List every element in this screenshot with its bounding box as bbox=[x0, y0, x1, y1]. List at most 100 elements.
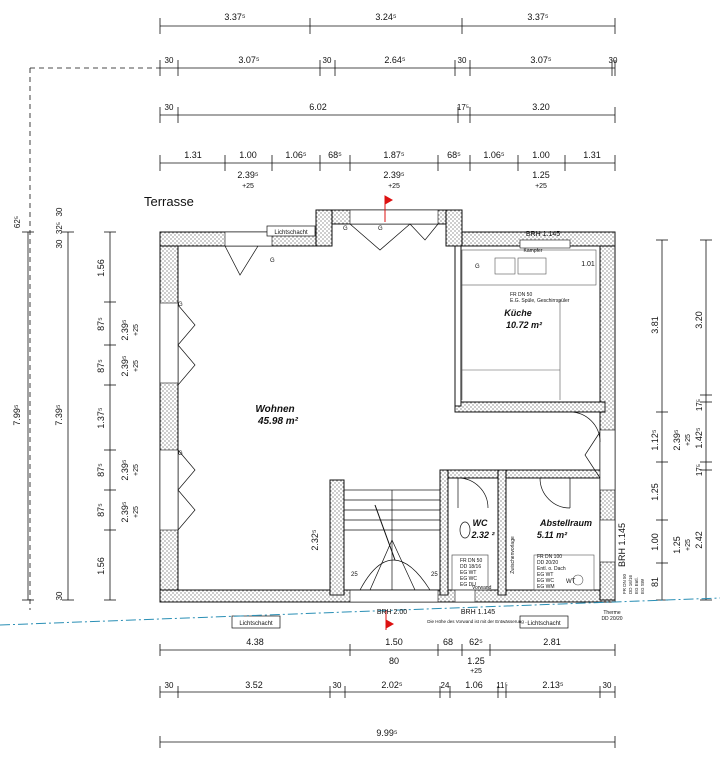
g-marker-5: G bbox=[178, 451, 183, 457]
dim-bottom-r2-6: 11⁵ bbox=[496, 681, 508, 690]
vorwand-label: Vorwand bbox=[472, 585, 492, 591]
property-line bbox=[0, 597, 720, 626]
dim-left-win-2-bottom: +25 bbox=[133, 464, 140, 476]
dim-top-r3-2: 17⁵ bbox=[457, 103, 469, 112]
room-kitchen-name: Küche bbox=[504, 308, 532, 318]
openings bbox=[159, 209, 616, 603]
dim-right-chain-3: 1.00 bbox=[650, 533, 660, 551]
kampfer-label: Kämpfer bbox=[524, 248, 543, 254]
kitchen-pipe-line2: E.G. Spüle, Geschirrspüler bbox=[510, 298, 570, 304]
dim-bottom-r2-0: 30 bbox=[165, 681, 174, 690]
dim-right-win-1-bottom: +25 bbox=[685, 539, 692, 551]
top-dimensions bbox=[29, 18, 616, 610]
wc-pipe-3: EG WC bbox=[460, 576, 477, 582]
dim-top-r2-4: 30 bbox=[458, 56, 467, 65]
dim-bottom-sub-2: +25 bbox=[470, 668, 482, 675]
brh-200-label: BRH 2.00 bbox=[377, 609, 407, 616]
dim-right-outer-0: 3.20 bbox=[694, 311, 704, 329]
bottom-dimensions bbox=[159, 644, 616, 748]
dim-right-chain-1: 1.12⁵ bbox=[650, 429, 660, 451]
g-marker-3: G bbox=[378, 226, 383, 232]
dim-bottom-r2-8: 30 bbox=[603, 681, 612, 690]
dim-bottom-r1-0: 4.38 bbox=[246, 637, 264, 647]
stair-height-label: 2.32⁵ bbox=[310, 529, 320, 551]
room-living-name: Wohnen bbox=[255, 404, 294, 415]
storage-pipe-1: DD 20/20 bbox=[537, 560, 558, 566]
window-sashes bbox=[177, 223, 601, 531]
dd2020-label: DD 20/20 bbox=[601, 616, 622, 622]
dim-left-win-0-bottom: +25 bbox=[133, 324, 140, 336]
storage-pipe-3: EG WT bbox=[537, 572, 553, 578]
dim-left-top-2: 32⁵ bbox=[55, 222, 64, 234]
dim-right-win-0-top: 2.39⁵ bbox=[672, 429, 682, 451]
g-marker-2: G bbox=[343, 226, 348, 232]
dim-bottom-sub-0: 80 bbox=[389, 656, 399, 666]
dim-top-r4-4: 1.87⁵ bbox=[383, 150, 405, 160]
dim-top-sub-0-top: 2.39⁵ bbox=[237, 170, 259, 180]
dim-right-outer-3: 17⁵ bbox=[695, 464, 704, 476]
dim-bottom-r2-7: 2.13⁵ bbox=[542, 680, 564, 690]
brh-bottom-label: BRH 1.145 bbox=[461, 609, 495, 616]
therme-label: Therme bbox=[603, 610, 620, 616]
dim-left-win-3-bottom: +25 bbox=[133, 506, 140, 518]
dim-right-win-0-bottom: +25 bbox=[685, 434, 692, 446]
vorwand-note: Die Höhe des Vorwand ist mit der Entwäss… bbox=[427, 619, 529, 624]
dim-top-r4-2: 1.06⁵ bbox=[285, 150, 307, 160]
brh-kitchen-label: BRH 1.145 bbox=[526, 231, 560, 238]
bottom-dimension-texts: 4.38 1.50 68 62⁵ 2.81 80 1.25 +25 30 3.5… bbox=[165, 637, 612, 738]
wc-pipe-1: DD 18/16 bbox=[460, 564, 481, 570]
dim-right-chain-4: 81 bbox=[650, 577, 660, 587]
dim-bottom-r2-5: 1.06 bbox=[465, 680, 483, 690]
dim-right-outer-4: 2.42 bbox=[694, 531, 704, 549]
top-dimension-texts: 3.37⁵ 3.24⁵ 3.37⁵ 30 3.07⁵ 30 2.64⁵ 30 3… bbox=[165, 12, 618, 190]
dim-left-outer: 7.99⁵ bbox=[12, 404, 22, 426]
storage-pipe-5: EG WM bbox=[537, 584, 555, 590]
g-marker-4: G bbox=[178, 302, 183, 308]
room-wc-name: WC bbox=[473, 518, 488, 528]
dim-top-sub-0-bottom: +25 bbox=[242, 183, 254, 190]
dishwasher bbox=[517, 257, 547, 275]
red-markers bbox=[384, 195, 395, 630]
dim-left-chain-3: 1.37⁵ bbox=[96, 407, 106, 429]
dim-top-r1-1: 3.24⁵ bbox=[375, 12, 397, 22]
storage-pipe-2: Entl. o. Dach bbox=[537, 566, 566, 572]
right-pipe-1: DD 16/16 bbox=[628, 574, 633, 594]
dim-bottom-r1-2: 68 bbox=[443, 637, 453, 647]
dim-left-win-0-top: 2.39⁵ bbox=[120, 319, 130, 341]
dim-right-chain-0: 3.81 bbox=[650, 316, 660, 334]
dim-top-r4-0: 1.31 bbox=[184, 150, 202, 160]
dim-top-sub-1-bottom: +25 bbox=[388, 183, 400, 190]
dim-left-win-1-top: 2.39⁵ bbox=[120, 355, 130, 377]
zwischenvorlage-label: Zwischenvorlage bbox=[510, 536, 516, 574]
dim-right-brh: BRH 1.145 bbox=[617, 523, 627, 567]
kitchen-pipe-line1: FR DN 50 bbox=[510, 292, 532, 298]
dim-left-top-1: 30 bbox=[55, 207, 64, 216]
dim-top-r1-0: 3.37⁵ bbox=[224, 12, 246, 22]
dim-top-sub-2-top: 1.25 bbox=[532, 170, 550, 180]
terrace-label: Terrasse bbox=[144, 194, 194, 209]
dim-left-top-0: 62⁵ bbox=[13, 216, 22, 228]
wt-label: WT bbox=[566, 579, 576, 585]
storage-pipe-0: FR DN 100 bbox=[537, 554, 562, 560]
storage-fixtures bbox=[533, 554, 595, 591]
dim-top-r3-1: 6.02 bbox=[309, 102, 327, 112]
dim-left-inner: 7.39⁵ bbox=[54, 404, 64, 426]
staircase bbox=[343, 489, 441, 591]
left-dimensions bbox=[22, 231, 116, 601]
dim-left-top-3: 30 bbox=[55, 239, 64, 248]
dim-bottom-total: 9.99⁵ bbox=[376, 728, 398, 738]
lichtschacht-bottom-right: Lichtschacht bbox=[527, 621, 561, 627]
dim-left-win-1-bottom: +25 bbox=[133, 360, 140, 372]
dim-bottom-r1-4: 2.81 bbox=[543, 637, 561, 647]
walls bbox=[159, 209, 616, 603]
dim-left-chain-6: 1.56 bbox=[96, 557, 106, 575]
dim-top-r3-3: 3.20 bbox=[532, 102, 550, 112]
sink bbox=[494, 257, 516, 275]
dim-bottom-sub-1: 1.25 bbox=[467, 656, 485, 666]
dim-left-win-3-top: 2.39⁵ bbox=[120, 501, 130, 523]
dim-top-r2-2: 30 bbox=[323, 56, 332, 65]
dim-left-chain-1: 87⁵ bbox=[96, 317, 106, 331]
dim-bottom-r2-3: 2.02⁵ bbox=[381, 680, 403, 690]
dim-left-chain-4: 87⁵ bbox=[96, 463, 106, 477]
